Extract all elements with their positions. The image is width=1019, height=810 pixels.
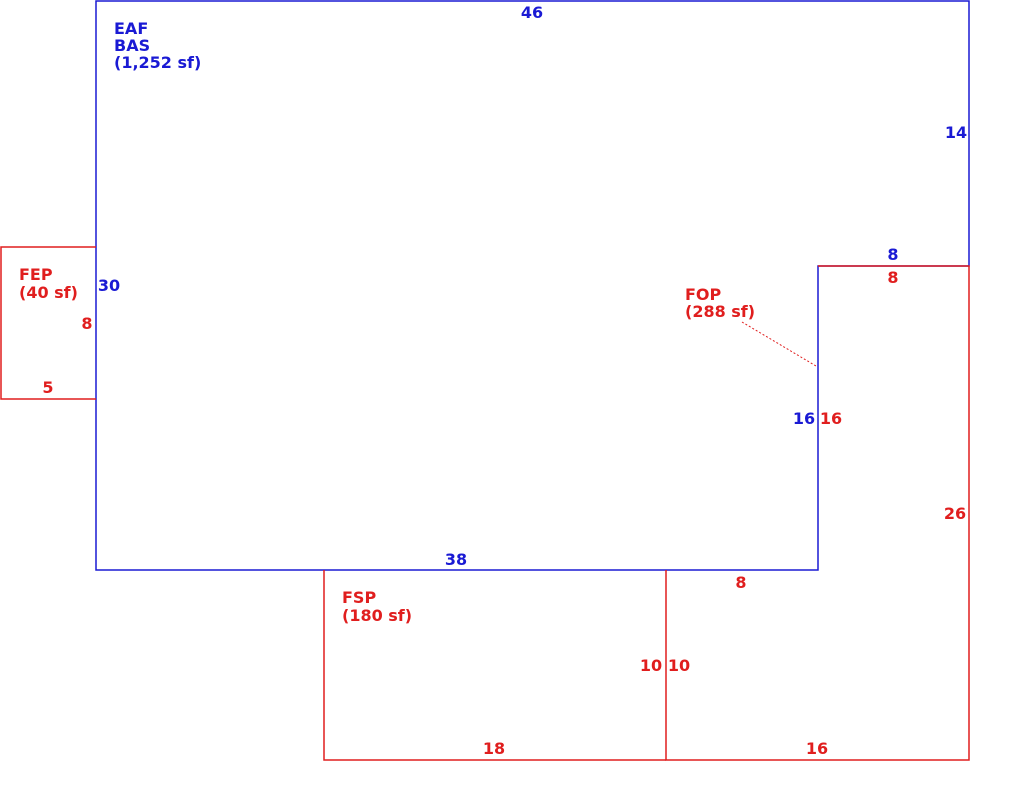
dim-fsp-bottom: 18 [483,739,505,758]
dim-main-top: 46 [521,3,543,22]
dim-main-left: 30 [98,276,120,295]
dim-fop-bottom-notch: 8 [735,573,746,592]
fop-leader-line [741,321,817,367]
dim-fop-left: 16 [820,409,842,428]
fop-size: (288 sf) [685,302,755,321]
dim-main-bottom: 38 [445,550,467,569]
main-area-name-2: BAS [114,36,150,55]
fep-size: (40 sf) [19,283,78,302]
fsp-outline [323,570,666,761]
fsp-size: (180 sf) [342,606,412,625]
fep-name: FEP [19,265,53,284]
main-area-outline [95,0,970,571]
fep-outline [0,246,96,400]
dim-fop-right: 26 [944,504,966,523]
dim-fsp-right: 10 [640,656,662,675]
dim-fep-side: 8 [81,314,92,333]
main-area-name-1: EAF [114,19,148,38]
dim-fep-bottom: 5 [42,378,53,397]
dim-main-right-upper: 14 [945,123,967,142]
main-area-size: (1,252 sf) [114,53,201,72]
dim-main-notch-top: 8 [887,245,898,264]
dim-fop-top: 8 [887,268,898,287]
fsp-name: FSP [342,588,376,607]
fop-outline [665,265,970,761]
dim-fop-inner: 10 [668,656,690,675]
fop-name: FOP [685,285,722,304]
dim-main-notch-side: 16 [793,409,815,428]
dim-fop-bottom: 16 [806,739,828,758]
